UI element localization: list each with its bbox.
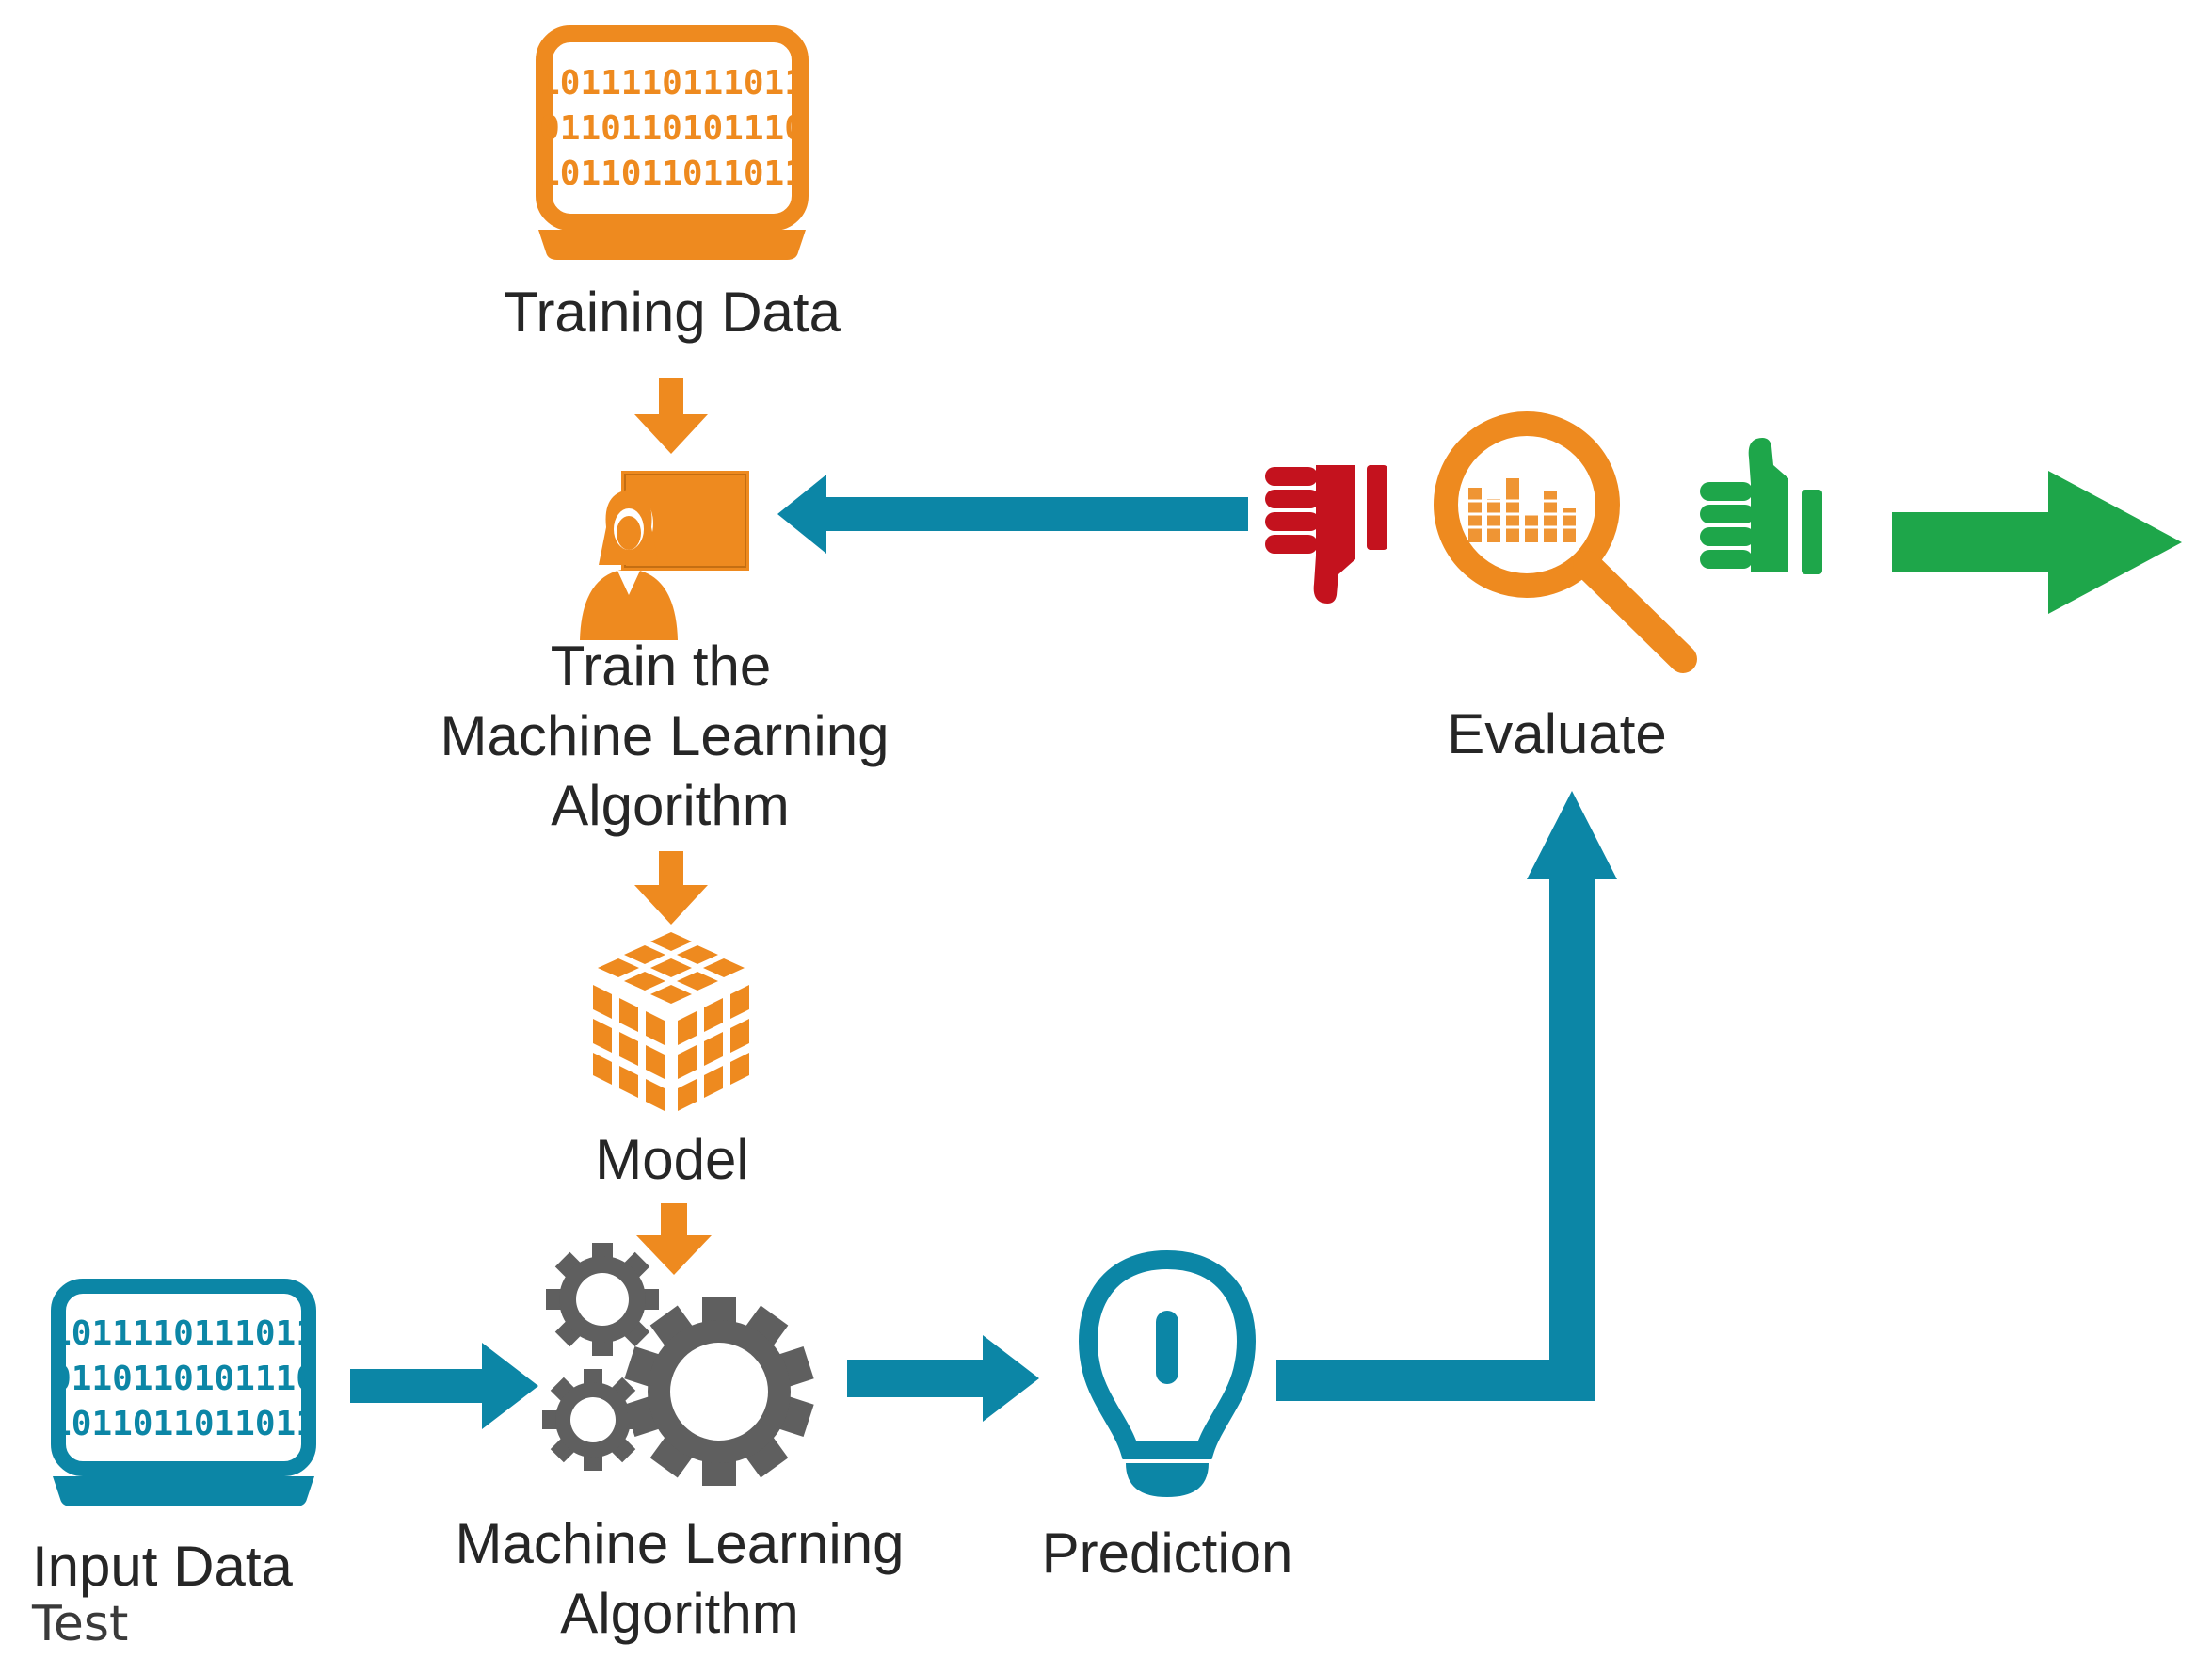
- evaluate-label: Evaluate: [1447, 702, 1667, 765]
- input-binary-line-3: 1011011011011: [51, 1405, 316, 1443]
- train-step-label-line-1: Train the: [551, 635, 772, 698]
- training-binary-line-1: 1011110111011: [539, 64, 805, 103]
- gears-icon: [542, 1243, 814, 1486]
- arrow-left-icon: [777, 475, 1248, 554]
- arrow-right-icon: [350, 1343, 538, 1429]
- model-label: Model: [595, 1128, 748, 1191]
- training-binary-line-2: 0110110101110: [539, 109, 805, 148]
- lightbulb-icon: [1079, 1249, 1256, 1497]
- train-step-label-line-3: Algorithm: [551, 774, 789, 837]
- input-binary-line-2: 0110110101110: [51, 1360, 316, 1398]
- training-data-label: Training Data: [504, 281, 842, 344]
- arrow-down-icon: [634, 851, 708, 925]
- output-arrow-right-icon: [1892, 471, 2182, 614]
- input-data-sublabel: Test: [31, 1596, 128, 1652]
- thumbs-down-icon: [1265, 465, 1387, 604]
- arrow-up-connector-icon: [1276, 791, 1617, 1401]
- training-data-laptop-icon: 1011110111011 0110110101110 101101101101…: [536, 25, 809, 260]
- input-data-laptop-icon: 1011110111011 0110110101110 101101101101…: [51, 1279, 316, 1506]
- ml-algorithm-label-line-2: Algorithm: [560, 1582, 798, 1645]
- trainer-person-icon: [580, 471, 749, 640]
- magnifier-icon: [1434, 411, 1697, 673]
- arrow-right-icon: [847, 1335, 1039, 1422]
- input-data-label: Input Data: [32, 1535, 293, 1598]
- train-step-label-line-2: Machine Learning: [441, 704, 890, 767]
- model-cube-icon: [593, 932, 749, 1111]
- arrow-down-icon: [634, 378, 708, 454]
- input-binary-line-1: 1011110111011: [51, 1314, 316, 1353]
- arrow-down-icon: [636, 1203, 712, 1275]
- ml-algorithm-label-line-1: Machine Learning: [456, 1512, 905, 1575]
- training-binary-line-3: 1011011011011: [539, 154, 805, 193]
- prediction-label: Prediction: [1042, 1522, 1293, 1585]
- thumbs-up-icon: [1700, 438, 1822, 574]
